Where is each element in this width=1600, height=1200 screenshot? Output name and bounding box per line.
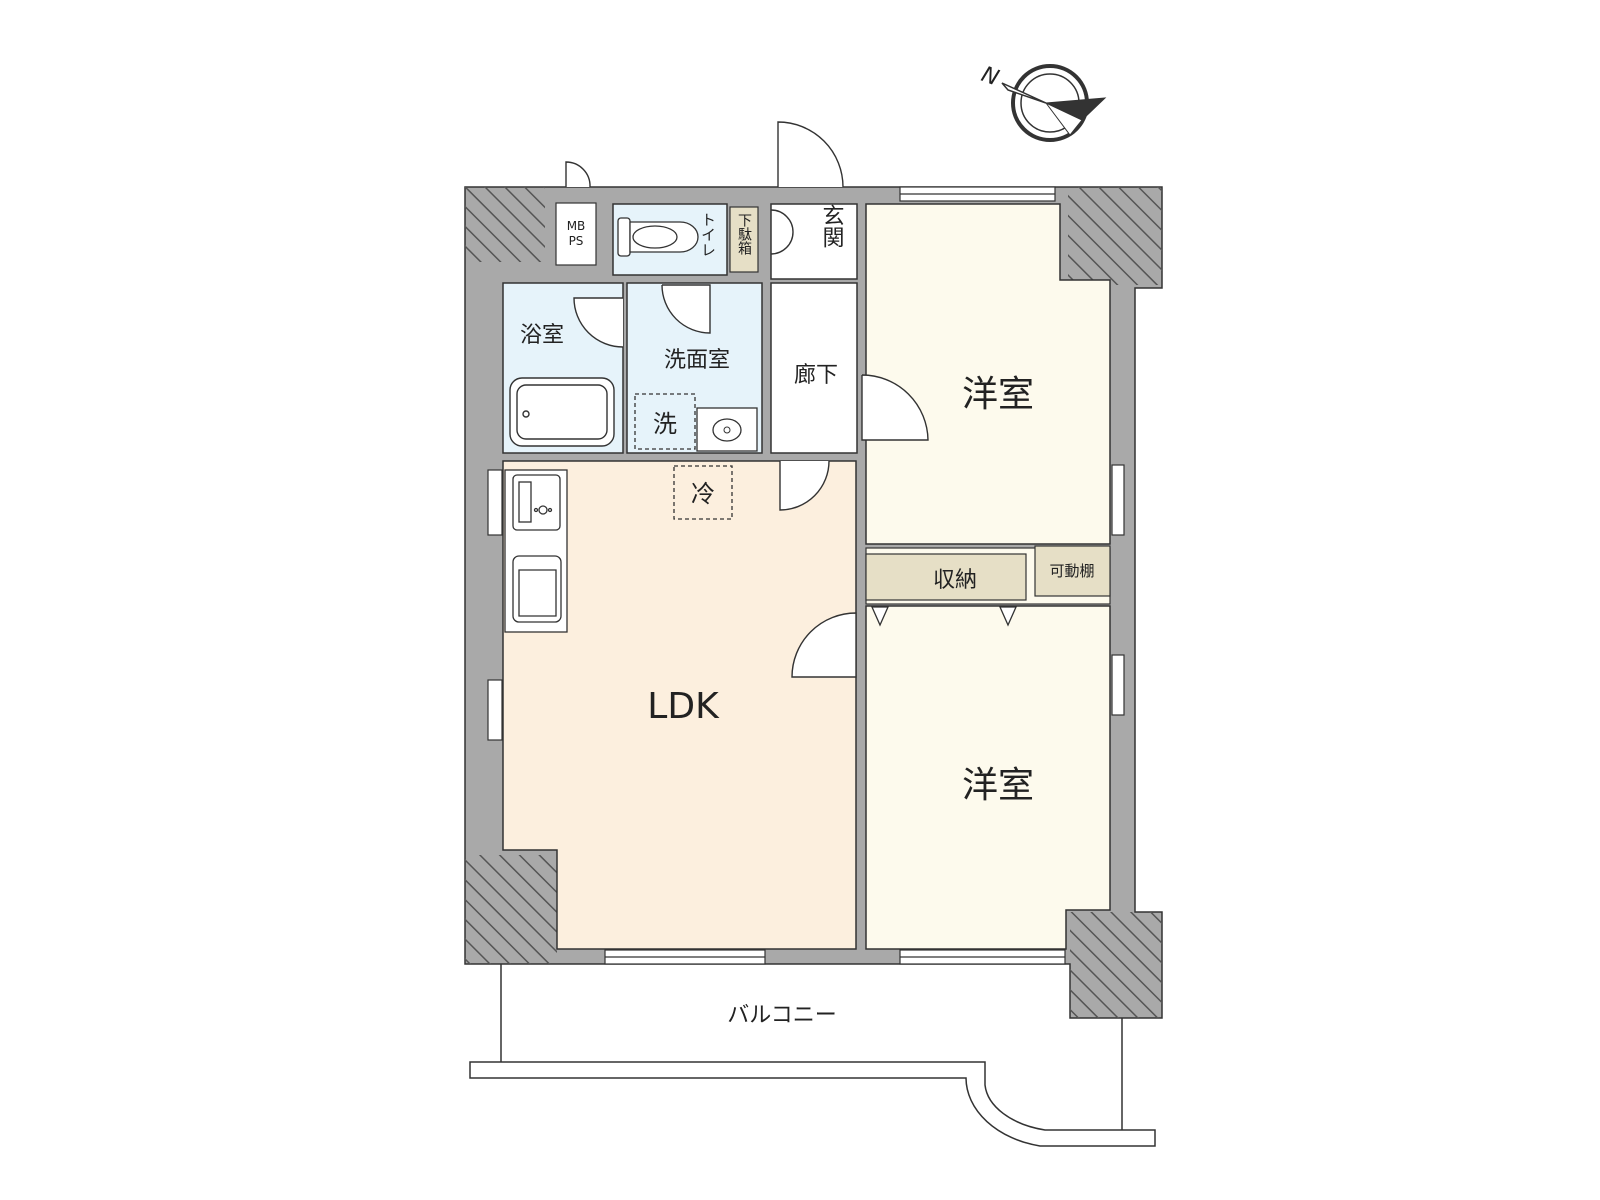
doors [565, 121, 929, 678]
shoe-box-label: 下駄箱 [736, 213, 752, 255]
compass-needle-north [1001, 82, 1047, 104]
refrigerator-space [673, 465, 733, 520]
compass-north-label: N [978, 62, 1002, 91]
western-room-2-label: 洋室 [962, 765, 1034, 806]
floors [502, 202, 1111, 950]
entrance-door [777, 121, 844, 188]
column-hatch [1068, 187, 1162, 285]
toilet-door [661, 284, 711, 334]
ldk-door [779, 460, 830, 511]
labels: LDK 洋室 洋室 浴室 洗面室 廊下 玄関 トイレ 下駄箱 収納 可動棚 バル… [520, 204, 1095, 1028]
storage-label: 収納 [933, 568, 977, 593]
western-room-2-door [791, 612, 857, 678]
storage-door-markers [870, 606, 1018, 627]
washroom-fixtures [634, 393, 758, 452]
western-room-1-door [861, 374, 929, 441]
toilet-label: トイレ [699, 212, 717, 257]
mb-label: MB [567, 219, 586, 233]
movable-shelf-label: 可動棚 [1049, 562, 1094, 580]
balcony-label: バルコニー [727, 1003, 837, 1028]
column-hatch [465, 187, 545, 262]
western-room-1-label: 洋室 [962, 374, 1034, 415]
balcony [469, 964, 1156, 1147]
ps-label: PS [569, 234, 584, 248]
entrance-label: 玄関 [819, 204, 844, 248]
mb-ps-box [555, 202, 597, 266]
washroom-label: 洗面室 [664, 348, 730, 373]
mb-ps-door [565, 161, 591, 188]
compass: N [978, 62, 1107, 142]
refrigerator-label: 冷 [691, 480, 715, 508]
corridor-floor [770, 282, 858, 454]
corridor-label: 廊下 [794, 363, 838, 388]
ldk-floor [502, 460, 857, 950]
windows [487, 186, 1125, 965]
bathtub [509, 377, 615, 447]
western-room-2-floor [865, 605, 1111, 950]
kitchen-counter [504, 469, 568, 633]
entrance-floor [770, 203, 858, 280]
shoe-box [729, 206, 759, 273]
western-room-1-floor [865, 203, 1111, 545]
ldk-label: LDK [647, 686, 720, 727]
storage-box [865, 553, 1027, 601]
bathroom-door [573, 297, 624, 348]
washing-machine-space [634, 393, 696, 450]
column-hatch [465, 855, 557, 964]
column-hatch [1070, 912, 1162, 1018]
toilet-fixture [617, 217, 699, 257]
bathroom-label: 浴室 [520, 323, 564, 348]
washing-machine-label: 洗 [653, 410, 677, 438]
movable-shelf-box [1034, 545, 1111, 597]
